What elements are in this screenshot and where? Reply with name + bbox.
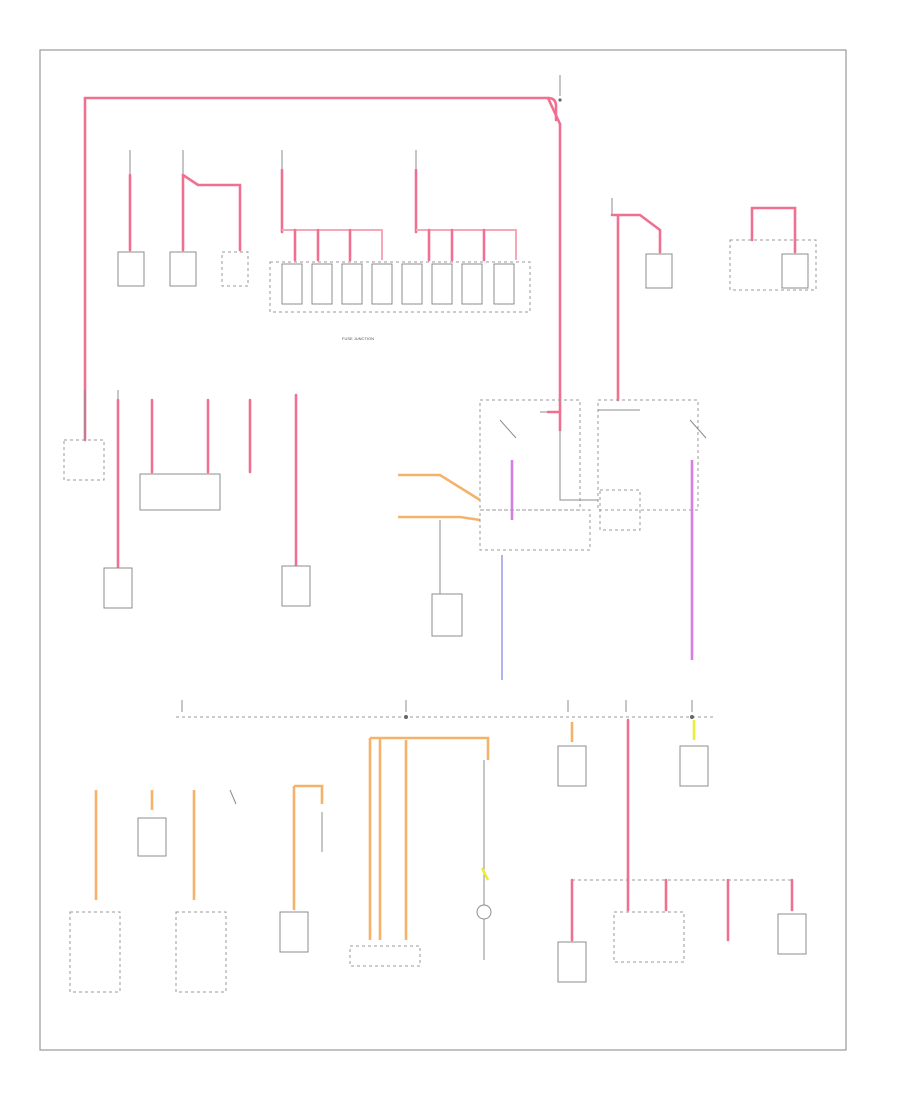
top-power-feed [83, 75, 562, 442]
top-right-branches [610, 198, 817, 402]
fuse-junction-block: FUSE JUNCTION [269, 150, 531, 341]
bottom-bus [176, 700, 716, 882]
middle-left-branches [63, 390, 311, 609]
bottom-center-harness [349, 736, 492, 967]
fuse-junction-label: FUSE JUNCTION [342, 336, 374, 341]
diagram-frame [39, 49, 847, 1051]
center-relays [398, 399, 707, 680]
component-box [117, 251, 145, 287]
component-box-dashed [221, 251, 249, 287]
bottom-right-components [557, 878, 807, 983]
top-left-branches [117, 150, 249, 287]
bottom-left-components [69, 784, 324, 993]
component-box [169, 251, 197, 287]
